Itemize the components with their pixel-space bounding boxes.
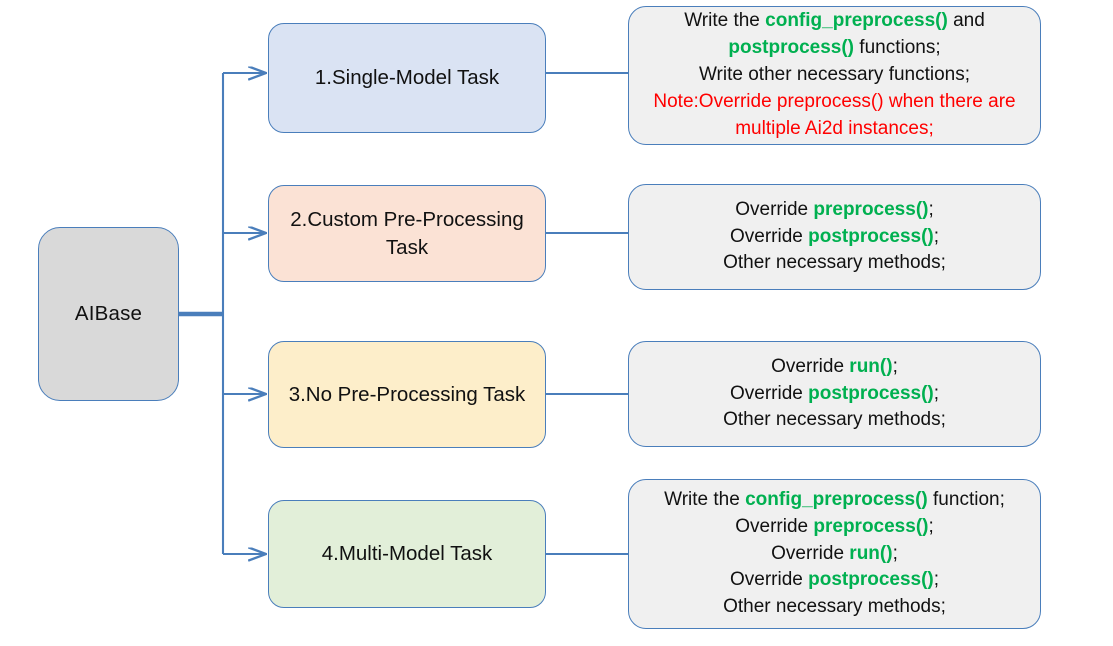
plain-text: Override [735,515,814,537]
detail-panel-4-line-1: Write the config_preprocess() function; [639,487,1030,514]
detail-panel-2-line-3: Other necessary methods; [639,250,1030,277]
plain-text: ; [933,382,940,404]
note-text: multiple Ai2d instances; [735,117,934,139]
detail-panel-2-line-2: Override postprocess(); [639,224,1030,251]
detail-panel-4-line-5: Other necessary methods; [639,594,1030,621]
plain-text: ; [892,355,898,377]
code-token: run() [849,355,893,377]
plain-text: function; [927,488,1005,510]
plain-text: ; [933,569,940,591]
task-node-1-label: 1.Single-Model Task [314,66,500,90]
detail-panel-1-line-1: Write the config_preprocess() and [639,8,1030,35]
plain-text: Override [735,198,814,220]
code-token: postprocess() [728,37,855,59]
plain-text: Override [729,382,809,404]
task-node-2[interactable]: 2.Custom Pre-Processing Task [268,185,546,282]
task-node-3-label: 3.No Pre-Processing Task [288,382,526,406]
detail-panel-3[interactable]: Override run();Override postprocess();Ot… [628,341,1041,447]
plain-text: Write the [684,10,766,32]
detail-panel-1-line-4: Note:Override preprocess() when there ar… [639,89,1030,116]
task-node-4[interactable]: 4.Multi-Model Task [268,500,546,608]
plain-text: Override [771,355,850,377]
code-token: config_preprocess() [765,10,948,32]
detail-panel-4[interactable]: Write the config_preprocess() function;O… [628,479,1041,629]
detail-panel-4-line-4: Override postprocess(); [639,567,1030,594]
detail-panel-3-line-2: Override postprocess(); [639,381,1030,408]
root-node-aibase[interactable]: AIBase [38,227,179,401]
task-node-1[interactable]: 1.Single-Model Task [268,23,546,133]
code-token: config_preprocess() [745,488,928,510]
root-node-label: AIBase [74,302,143,325]
code-token: postprocess() [808,569,934,591]
detail-panel-2[interactable]: Override preprocess();Override postproce… [628,184,1041,290]
detail-panel-4-line-3: Override run(); [639,541,1030,568]
note-text: Note:Override preprocess() when there ar… [653,90,1016,112]
task-node-2-label: 2.Custom Pre-Processing Task [290,207,524,259]
detail-panel-1-line-5: multiple Ai2d instances; [639,116,1030,143]
code-token: postprocess() [808,225,934,247]
task-node-4-label: 4.Multi-Model Task [321,542,493,566]
plain-text: ; [928,198,934,220]
plain-text: Override [771,542,850,564]
task-node-3[interactable]: 3.No Pre-Processing Task [268,341,546,448]
code-token: preprocess() [813,515,929,537]
detail-panel-4-line-2: Override preprocess(); [639,514,1030,541]
plain-text: functions; [854,37,941,59]
detail-panel-1-line-3: Write other necessary functions; [639,62,1030,89]
plain-text: Other necessary methods; [723,252,946,274]
detail-panel-3-line-3: Other necessary methods; [639,407,1030,434]
plain-text: Write other necessary functions; [698,64,971,86]
plain-text: Other necessary methods; [723,596,946,618]
plain-text: Override [729,569,809,591]
detail-panel-3-line-1: Override run(); [639,354,1030,381]
plain-text: Override [729,225,809,247]
code-token: run() [849,542,893,564]
detail-panel-2-line-1: Override preprocess(); [639,197,1030,224]
plain-text: Other necessary methods; [723,409,946,431]
plain-text: ; [928,515,934,537]
code-token: preprocess() [813,198,929,220]
plain-text: ; [933,225,940,247]
code-token: postprocess() [808,382,934,404]
plain-text: and [947,10,985,32]
plain-text: ; [892,542,898,564]
detail-panel-1-line-2: postprocess() functions; [639,35,1030,62]
plain-text: Write the [664,488,746,510]
